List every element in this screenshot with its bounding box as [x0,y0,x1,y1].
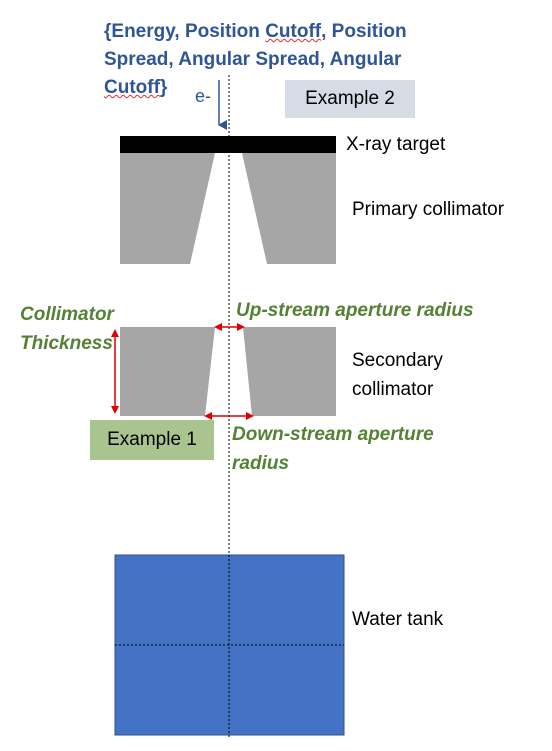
water-tank-label: Water tank [352,609,444,630]
secondary-collimator-label-line2: collimator [352,379,434,400]
params-line3-end: } [159,77,168,98]
x-ray-target [120,136,336,153]
collimator-thickness-label-line1: Collimator [20,304,114,325]
electron-label: e- [195,86,212,106]
downstream-aperture-radius-label-line1: Down-stream aperture [232,424,434,445]
primary-collimator-label: Primary collimator [352,199,505,220]
secondary-collimator-label-line1: Secondary [352,350,443,371]
params-line2: Spread, Angular Spread, Angular [104,49,402,70]
params-line3-squiggle: Cutoff [104,77,160,98]
primary-collimator-left [120,153,215,264]
primary-collimator-right [242,153,336,264]
params-line1: {Energy, Position [104,21,266,42]
secondary-collimator-right [243,327,336,416]
beam-parameters-text: {Energy, Position Cutoff, Position Sprea… [104,18,444,102]
upstream-aperture-radius-label: Up-stream aperture radius [236,300,474,321]
collimator-thickness-label-line2: Thickness [20,333,113,354]
x-ray-target-label: X-ray target [346,134,446,155]
secondary-collimator-left [120,327,215,416]
example-1-box: Example 1 [90,420,214,460]
downstream-aperture-radius-label-line2: radius [232,453,290,474]
params-line1-end: , Position [321,21,407,42]
example-2-box: Example 2 [285,80,415,118]
params-line1-squiggle: Cutoff [265,21,322,42]
